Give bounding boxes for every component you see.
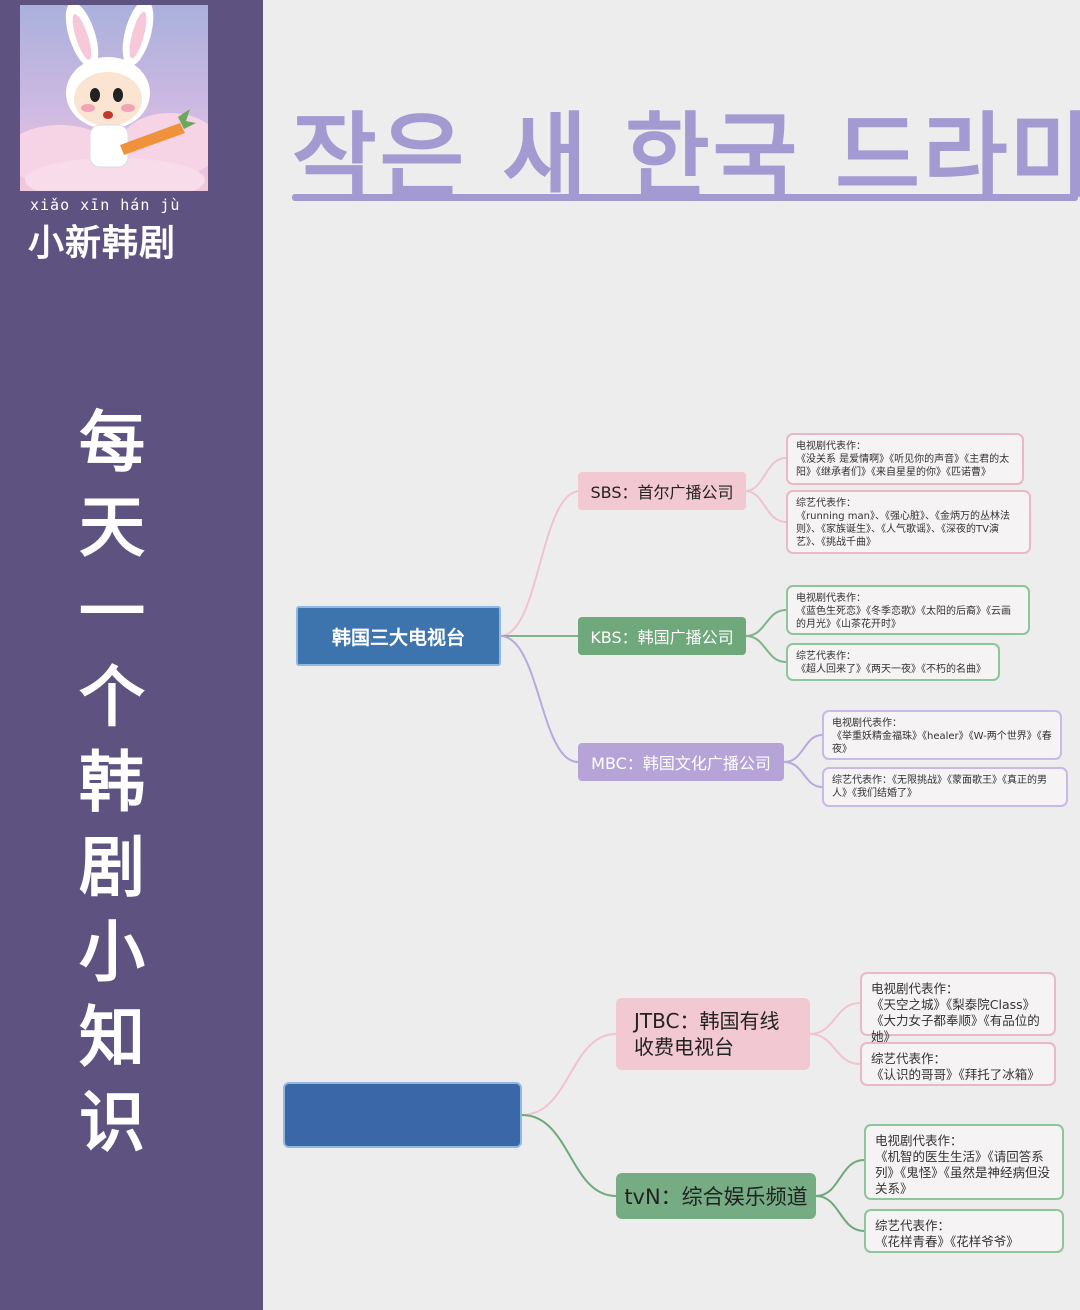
mindmap-root-korea-three-networks: 韩国三大电视台 <box>296 606 501 666</box>
leaf-sbs-drama: 电视剧代表作： 《没关系 是爱情啊》《听见你的声音》《主君的太阳》《继承者们》《… <box>786 433 1024 485</box>
sidebar-title-char: 剧 <box>79 829 145 906</box>
branch-mbc: MBC：韩国文化广播公司 <box>578 743 784 781</box>
page-title: 작은 새 한국 드라마 <box>292 103 1080 210</box>
leaf-tvn-drama: 电视剧代表作： 《机智的医生生活》《请回答系列》《鬼怪》《虽然是神经病但没关系》 <box>864 1124 1064 1200</box>
branch-kbs: KBS：韩国广播公司 <box>578 617 746 655</box>
sidebar-title-char: 每 <box>79 404 145 481</box>
leaf-jtbc-drama: 电视剧代表作： 《天空之城》《梨泰院Class》《大力女子都奉顺》《有品位的她》 <box>860 972 1056 1044</box>
sidebar: xiǎo xīn hán jù 小新韩剧 每 天 一 个 韩 剧 小 知 识 <box>0 0 263 1310</box>
connector-tvn <box>521 1114 617 1197</box>
connector-sbs <box>499 490 581 637</box>
sidebar-title-char: 识 <box>79 1084 145 1161</box>
sidebar-title-char: 知 <box>79 999 145 1076</box>
sidebar-title-char: 小 <box>79 914 145 991</box>
branch-tvn: tvN：综合娱乐频道 <box>616 1173 816 1219</box>
leaf-sbs-variety: 综艺代表作： 《running man》、《强心脏》、《金炳万的丛林法则》、《家… <box>786 490 1031 554</box>
sidebar-title-char: 个 <box>79 659 145 736</box>
brand-pinyin: xiǎo xīn hán jù <box>30 196 181 214</box>
leaf-mbc-drama: 电视剧代表作： 《举重妖精金福珠》《healer》《W-两个世界》《春夜》 <box>822 710 1062 760</box>
leaf-mbc-variety: 综艺代表作：《无限挑战》《蒙面歌王》《真正的男人》《我们结婚了》 <box>822 767 1068 807</box>
leaf-kbs-drama: 电视剧代表作： 《蓝色生死恋》《冬季恋歌》《太阳的后裔》《云画的月光》《山茶花开… <box>786 585 1030 635</box>
sidebar-title-char: 韩 <box>79 744 145 821</box>
branch-sbs: SBS：首尔广播公司 <box>578 472 746 510</box>
avatar <box>20 5 208 191</box>
branch-jtbc: JTBC：韩国有线收费电视台 <box>616 998 810 1070</box>
title-underline <box>292 194 1078 201</box>
sidebar-title-char: 一 <box>79 574 145 651</box>
connector-jtbc <box>521 1033 617 1116</box>
leaf-kbs-variety: 综艺代表作： 《超人回来了》《两天一夜》《不朽的名曲》 <box>786 643 1000 681</box>
leaf-tvn-variety: 综艺代表作： 《花样青春》《花样爷爷》 <box>864 1209 1064 1253</box>
leaf-jtbc-variety: 综艺代表作： 《认识的哥哥》《拜托了冰箱》 <box>860 1042 1056 1086</box>
sidebar-vertical-title: 每 天 一 个 韩 剧 小 知 识 <box>72 400 152 1165</box>
sidebar-title-char: 天 <box>79 489 145 566</box>
brand-name: 小新韩剧 <box>28 223 177 264</box>
mindmap-root-blurred <box>283 1082 522 1148</box>
bunny-character-illustration <box>20 5 208 191</box>
connector-mbc <box>499 635 579 763</box>
